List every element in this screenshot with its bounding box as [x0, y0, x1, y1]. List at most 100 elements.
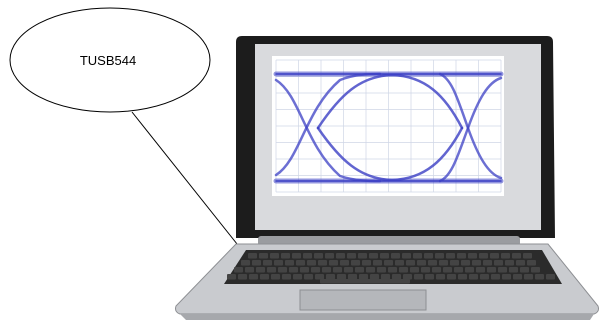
keyboard-key — [241, 260, 250, 266]
callout-bubble: TUSB544 — [9, 7, 211, 113]
keyboard-key — [520, 267, 529, 273]
keyboard-key — [274, 260, 283, 266]
keyboard-key — [355, 267, 364, 273]
keyboard-key — [256, 267, 265, 273]
keyboard-key — [377, 267, 386, 273]
keyboard-key — [289, 267, 298, 273]
keyboard-key — [476, 267, 485, 273]
keyboard-key — [402, 253, 411, 259]
keyboard-key — [270, 253, 279, 259]
keyboard-key — [281, 253, 290, 259]
keyboard-key — [249, 274, 258, 280]
keyboard-key — [303, 253, 312, 259]
keyboard-key — [326, 274, 335, 280]
keyboard-key — [384, 260, 393, 266]
keyboard-key — [329, 260, 338, 266]
keyboard-key — [358, 253, 367, 259]
keyboard-key — [399, 267, 408, 273]
keyboard-key — [480, 274, 489, 280]
eye-upper-arc — [316, 73, 464, 130]
keyboard-key — [337, 274, 346, 280]
keyboard-key — [267, 267, 276, 273]
keyboard-key — [479, 253, 488, 259]
keyboard-key — [468, 253, 477, 259]
keyboard-key — [454, 267, 463, 273]
keyboard-keys — [227, 253, 555, 284]
keyboard-key — [458, 274, 467, 280]
keyboard-key — [369, 253, 378, 259]
keyboard-key — [370, 274, 379, 280]
keyboard-key — [271, 274, 280, 280]
keyboard-key — [439, 260, 448, 266]
eye-fall-left — [274, 78, 382, 183]
keyboard-key — [381, 274, 390, 280]
keyboard-key — [282, 274, 291, 280]
keyboard-key — [428, 260, 437, 266]
keyboard-key — [410, 267, 419, 273]
callout-label: TUSB544 — [80, 53, 136, 68]
keyboard-key — [333, 267, 342, 273]
keyboard-key — [436, 274, 445, 280]
keyboard-key — [322, 267, 331, 273]
callout-ellipse — [9, 7, 211, 113]
keyboard-key — [391, 253, 400, 259]
keyboard-key — [432, 267, 441, 273]
keyboard-key — [234, 267, 243, 273]
keyboard-key — [502, 274, 511, 280]
keyboard-key — [446, 253, 455, 259]
laptop-front-edge — [180, 314, 594, 320]
keyboard-key — [373, 260, 382, 266]
keyboard-key — [296, 260, 305, 266]
keyboard-key — [487, 267, 496, 273]
keyboard-key — [469, 274, 478, 280]
keyboard-key — [300, 267, 309, 273]
keyboard-key — [509, 267, 518, 273]
keyboard-key — [380, 253, 389, 259]
keyboard-key — [494, 260, 503, 266]
keyboard-key — [351, 260, 360, 266]
keyboard-key — [347, 253, 356, 259]
keyboard-key — [263, 260, 272, 266]
keyboard-key — [498, 267, 507, 273]
eye-rise-left — [274, 72, 382, 177]
keyboard-key — [315, 274, 324, 280]
keyboard-key — [501, 253, 510, 259]
keyboard-key — [336, 253, 345, 259]
keyboard-key — [472, 260, 481, 266]
keyboard-key — [307, 260, 316, 266]
keyboard-key — [403, 274, 412, 280]
keyboard-key — [417, 260, 426, 266]
laptop-icon — [175, 36, 599, 320]
keyboard-key — [435, 253, 444, 259]
keyboard-key — [414, 274, 423, 280]
keyboard-key — [245, 267, 254, 273]
keyboard-key — [491, 274, 500, 280]
keyboard-key — [490, 253, 499, 259]
keyboard-key — [248, 253, 257, 259]
keyboard-key — [424, 253, 433, 259]
eye-diagram — [273, 71, 504, 184]
keyboard-key — [523, 253, 532, 259]
keyboard-key — [505, 260, 514, 266]
keyboard-key — [457, 253, 466, 259]
keyboard-key — [447, 274, 456, 280]
keyboard-key — [344, 267, 353, 273]
keyboard-key — [359, 274, 368, 280]
callout-leader-line — [131, 111, 246, 255]
keyboard-key — [311, 267, 320, 273]
keyboard-key — [285, 260, 294, 266]
keyboard-key — [395, 260, 404, 266]
keyboard-key — [535, 274, 544, 280]
keyboard-key — [483, 260, 492, 266]
keyboard-key — [292, 253, 301, 259]
keyboard-key — [524, 274, 533, 280]
keyboard-key — [465, 267, 474, 273]
keyboard-key — [227, 274, 236, 280]
keyboard-key — [293, 274, 302, 280]
keyboard-key — [304, 274, 313, 280]
keyboard-key — [325, 253, 334, 259]
keyboard-key — [260, 274, 269, 280]
keyboard-key — [461, 260, 470, 266]
keyboard-key — [348, 274, 357, 280]
keyboard-key — [546, 274, 555, 280]
